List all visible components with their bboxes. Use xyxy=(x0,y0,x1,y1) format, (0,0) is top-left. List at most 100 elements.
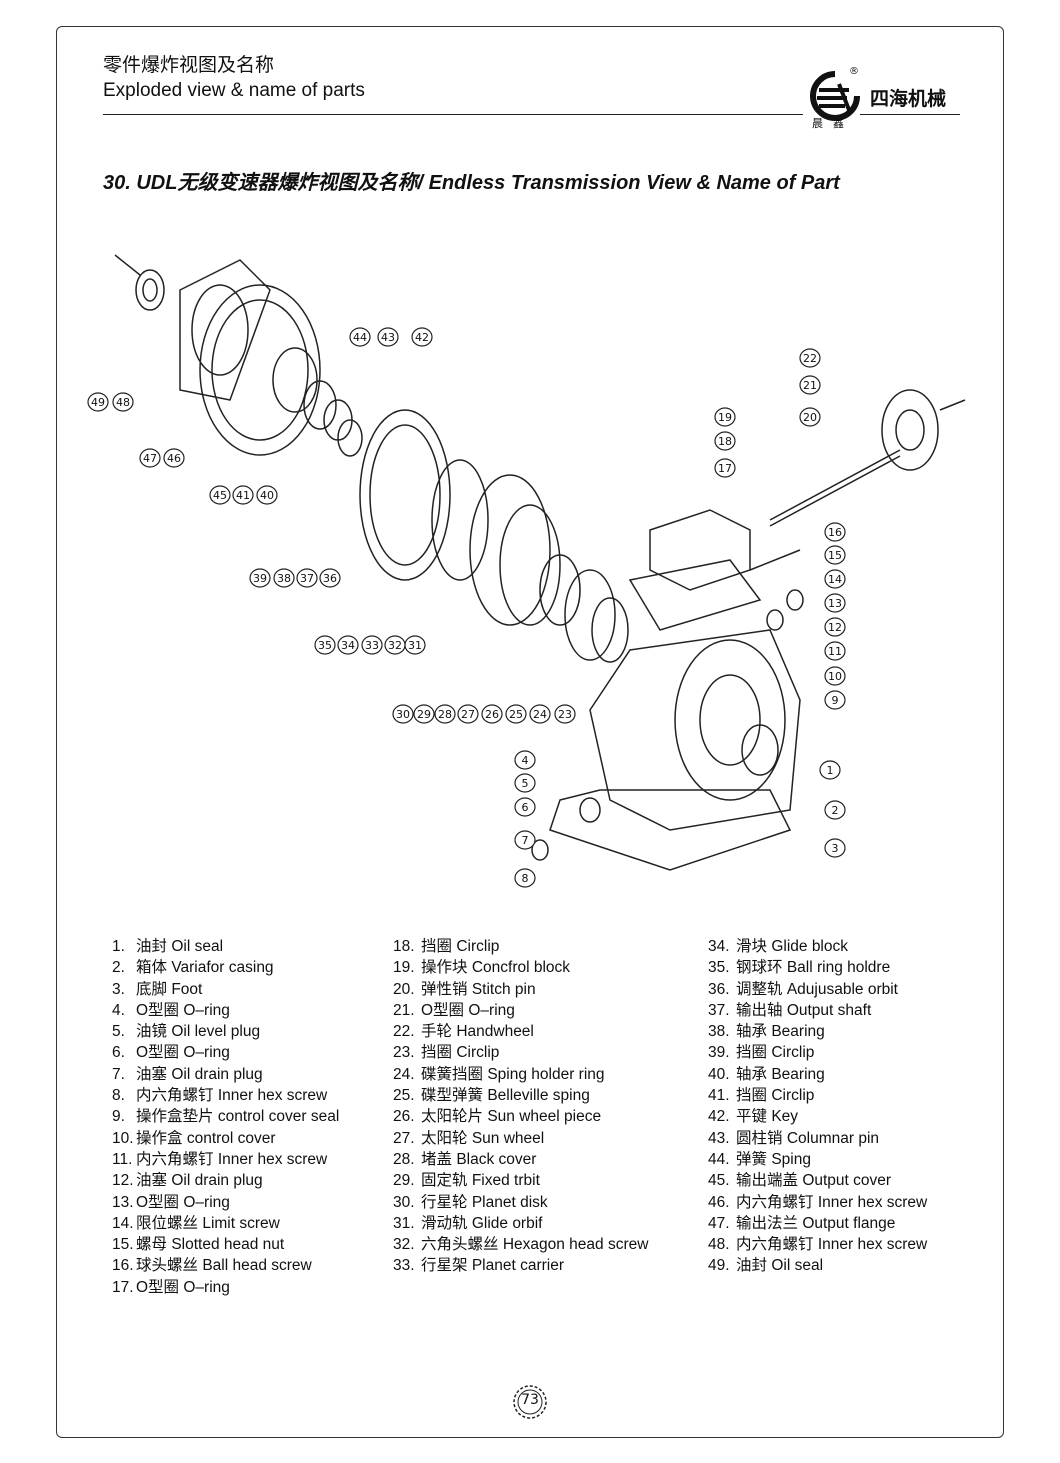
part-name-en: O–ring xyxy=(179,1278,230,1296)
part-item: 43.圆柱销 Columnar pin xyxy=(708,1128,927,1149)
callout-label: 28 xyxy=(438,708,452,721)
part-name-zh: 碟簧挡圈 xyxy=(421,1065,484,1083)
part-item: 23.挡圈 Circlip xyxy=(393,1042,648,1063)
part-item: 30.行星轮 Planet disk xyxy=(393,1192,648,1213)
callout-circle xyxy=(514,750,536,770)
part-name-zh: 限位螺丝 xyxy=(136,1214,199,1232)
part-name-en: Bearing xyxy=(767,1023,825,1041)
part-number: 35. xyxy=(708,959,730,977)
part-name-zh: 固定轨 xyxy=(421,1172,468,1190)
part-item: 12.油塞 Oil drain plug xyxy=(112,1170,339,1191)
part-name-en: Bearing xyxy=(767,1065,825,1083)
callout-circle xyxy=(824,545,846,565)
callout-label: 18 xyxy=(718,435,732,448)
callout-label: 6 xyxy=(522,801,529,814)
part-item: 21.O型圈 O–ring xyxy=(393,1000,648,1021)
part-name-zh: 输出轴 xyxy=(736,1001,783,1019)
part-name-en: Output shaft xyxy=(782,1001,872,1019)
callout-label: 20 xyxy=(803,411,817,424)
part-item: 24.碟簧挡圈 Sping holder ring xyxy=(393,1064,648,1085)
part-item: 9.操作盒垫片 control cover seal xyxy=(112,1106,339,1127)
part-item: 46.内六角螺钉 Inner hex screw xyxy=(708,1192,927,1213)
callout-label: 38 xyxy=(277,572,291,585)
callout-circle xyxy=(273,568,295,588)
part-number: 7. xyxy=(112,1065,125,1083)
header-rule xyxy=(103,114,803,115)
part-name-en: Inner hex screw xyxy=(213,1087,328,1105)
part-name-zh: 手轮 xyxy=(421,1023,453,1041)
part-name-zh: 碟型弹簧 xyxy=(421,1087,484,1105)
callout-circle xyxy=(529,704,551,724)
part-item: 49.油封 Oil seal xyxy=(708,1255,927,1276)
section-title: 30. UDL无级变速器爆炸视图及名称/ Endless Transmissio… xyxy=(103,172,840,194)
callout-circle xyxy=(514,868,536,888)
part-name-en: Glide block xyxy=(767,938,848,955)
callout-label: 22 xyxy=(803,352,817,365)
callout-label: 35 xyxy=(318,639,332,652)
part-number: 2. xyxy=(112,959,125,977)
part-item: 11.内六角螺钉 Inner hex screw xyxy=(112,1149,339,1170)
part-item: 15.螺母 Slotted head nut xyxy=(112,1234,339,1255)
part-name-en: Oil level plug xyxy=(167,1023,261,1041)
part-name-en: Concfrol block xyxy=(467,959,571,977)
part-item: 27.太阳轮 Sun wheel xyxy=(393,1128,648,1149)
callout-circle xyxy=(337,635,359,655)
part-name-en: O–ring xyxy=(179,1193,230,1211)
callout-circle xyxy=(384,635,406,655)
part-name-en: Output cover xyxy=(798,1172,892,1190)
part-name-en: O–ring xyxy=(179,1044,230,1062)
callout-circle xyxy=(434,704,456,724)
part-item: 5.油镜 Oil level plug xyxy=(112,1021,339,1042)
part-name-en: Planet carrier xyxy=(467,1257,564,1275)
callout-label: 23 xyxy=(558,708,572,721)
part-item: 47.输出法兰 Output flange xyxy=(708,1213,927,1234)
page-number: 73 xyxy=(521,1392,539,1408)
part-number: 25. xyxy=(393,1087,415,1105)
part-number: 20. xyxy=(393,980,415,998)
callout-label: 46 xyxy=(167,452,181,465)
callout-label: 24 xyxy=(533,708,547,721)
callout-label: 12 xyxy=(828,621,842,634)
part-name-zh: 滑块 xyxy=(736,938,768,955)
callout-label: 43 xyxy=(381,331,395,344)
part-number: 37. xyxy=(708,1001,730,1019)
part-name-zh: 油塞 xyxy=(136,1065,168,1083)
part-item: 1.油封 Oil seal xyxy=(112,936,339,957)
part-name-en: Circlip xyxy=(767,1087,815,1105)
callout-circle xyxy=(714,431,736,451)
part-name-zh: O型圈 xyxy=(136,1193,180,1211)
part-item: 22.手轮 Handwheel xyxy=(393,1021,648,1042)
part-name-zh: 球头螺丝 xyxy=(136,1257,199,1275)
part-number: 47. xyxy=(708,1214,730,1232)
part-number: 6. xyxy=(112,1044,125,1062)
callout-circle xyxy=(361,635,383,655)
callout-circle xyxy=(824,617,846,637)
part-name-en: Sping xyxy=(767,1150,811,1168)
callout-label: 7 xyxy=(522,834,529,847)
part-name-zh: 挡圈 xyxy=(736,1044,768,1062)
callout-label: 4 xyxy=(522,754,529,767)
part-name-en: Oil seal xyxy=(167,938,224,955)
part-name-zh: 挡圈 xyxy=(421,938,453,955)
part-name-en: O–ring xyxy=(179,1001,230,1019)
part-number: 38. xyxy=(708,1023,730,1041)
part-item: 7.油塞 Oil drain plug xyxy=(112,1064,339,1085)
part-number: 17. xyxy=(112,1278,134,1296)
part-name-en: Glide orbif xyxy=(467,1214,543,1232)
part-name-zh: 输出端盖 xyxy=(736,1172,799,1190)
callout-circle xyxy=(799,348,821,368)
part-name-zh: 操作块 xyxy=(421,959,468,977)
callout-label: 17 xyxy=(718,462,732,475)
part-name-en: Columnar pin xyxy=(782,1129,880,1147)
part-number: 15. xyxy=(112,1236,134,1254)
part-item: 42.平键 Key xyxy=(708,1106,927,1127)
part-item: 14.限位螺丝 Limit screw xyxy=(112,1213,339,1234)
callout-circle xyxy=(824,641,846,661)
part-name-zh: 内六角螺钉 xyxy=(736,1193,814,1211)
callout-circle xyxy=(824,569,846,589)
callout-circle xyxy=(249,568,271,588)
callout-circle xyxy=(714,407,736,427)
part-number: 48. xyxy=(708,1236,730,1254)
